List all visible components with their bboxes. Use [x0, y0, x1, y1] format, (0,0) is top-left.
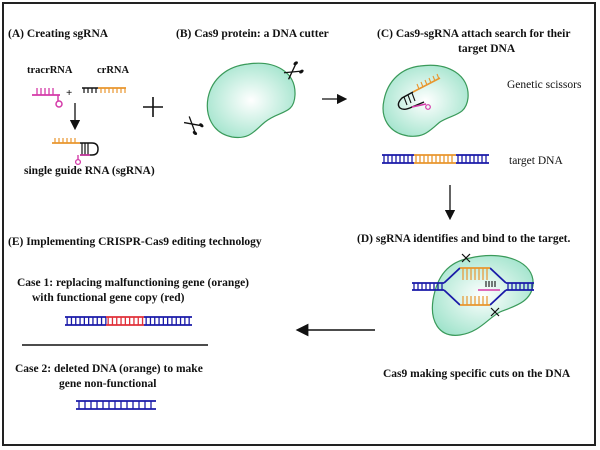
case2-line2: gene non-functional [59, 378, 157, 390]
scissors-icon [490, 307, 500, 317]
case2-line1: Case 2: deleted DNA (orange) to make [15, 363, 203, 375]
panel-c-title-line1: (C) Cas9-sgRNA attach search for their [377, 28, 571, 40]
scissors-icon [283, 61, 304, 80]
scissors-icon [461, 253, 471, 263]
panel-d-title: (D) sgRNA identifies and bind to the tar… [357, 233, 571, 245]
case1-line2: with functional gene copy (red) [32, 292, 185, 304]
sgRNA-in-complex [397, 73, 441, 110]
cas9-bound-complex-shape [431, 254, 534, 336]
dna-strand [489, 289, 507, 306]
cas9-sgRNA-complex-shape [382, 64, 469, 137]
panel-d-caption: Cas9 making specific cuts on the DNA [383, 368, 571, 380]
dna-strand [443, 289, 461, 306]
tracrRNA-label: tracrRNA [27, 65, 73, 76]
plus-icon [143, 97, 163, 117]
panel-a-title: (A) Creating sgRNA [8, 28, 109, 40]
dna-strand [443, 267, 461, 284]
panel-c-title-line2: target DNA [458, 43, 516, 55]
genetic-scissors-label: Genetic scissors [507, 79, 582, 91]
case1-line1: Case 1: replacing malfunctioning gene (o… [17, 277, 250, 289]
bound-DNA-shape [412, 267, 534, 306]
tracrRNA-shape [32, 88, 63, 108]
target-DNA-label: target DNA [509, 155, 563, 167]
target-DNA-shape [382, 154, 489, 164]
panel-e-title: (E) Implementing CRISPR-Cas9 editing tec… [8, 236, 262, 248]
crRNA-shape [82, 87, 126, 93]
figure-frame [2, 2, 596, 446]
scissors-icon [183, 116, 204, 135]
cas9-protein-shape [206, 62, 296, 139]
sgRNA-shape [52, 138, 99, 166]
sgRNA-label: single guide RNA (sgRNA) [24, 165, 155, 177]
dna-strand [489, 267, 507, 284]
plus-small: + [66, 87, 73, 99]
case2-DNA-shape [76, 400, 156, 410]
crRNA-label: crRNA [97, 65, 130, 76]
case1-DNA-shape [65, 316, 192, 326]
panel-b-title: (B) Cas9 protein: a DNA cutter [176, 28, 329, 40]
